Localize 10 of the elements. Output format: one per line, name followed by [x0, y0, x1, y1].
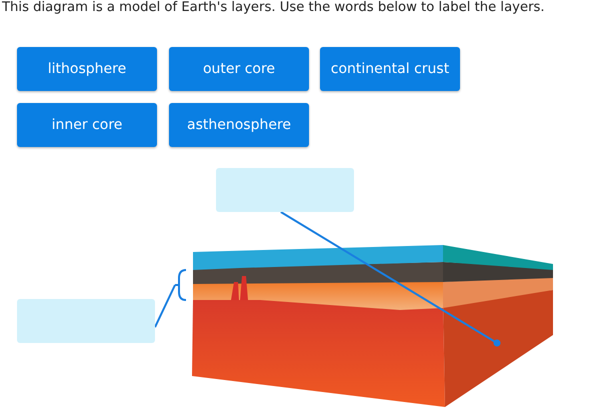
instruction-text: This diagram is a model of Earth's layers. Use the words below to label the layers. [2, 0, 545, 15]
word-chip: inner core [17, 103, 157, 147]
word-chip: asthenosphere [169, 103, 309, 147]
word-chip: continental crust [320, 47, 460, 91]
word-chip: lithosphere [17, 47, 157, 91]
answer-box [17, 299, 155, 343]
word-chip: outer core [169, 47, 309, 91]
answer-box [216, 168, 354, 212]
leader-line [280, 211, 500, 346]
leader-line [154, 284, 176, 328]
